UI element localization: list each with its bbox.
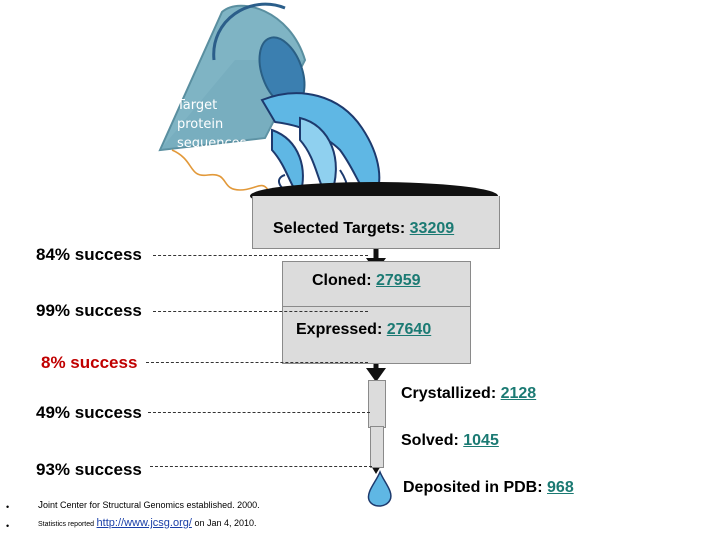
note-bullet-2: • (6, 521, 10, 531)
footnote-2: Statistics reported http://www.jcsg.org/… (38, 517, 257, 529)
funnel-box-selected (252, 196, 500, 249)
stage-crystallized: Crystallized: 2128 (401, 385, 536, 403)
stage-crystallized-value[interactable]: 2128 (500, 385, 537, 402)
success-rate-1: 84% success (36, 245, 142, 264)
stage-selected-targets: Selected Targets: 33209 (273, 220, 454, 238)
stage-deposited: Deposited in PDB: 968 (403, 479, 574, 497)
funnel-box-crystallized (368, 380, 386, 428)
stage-cloned-value[interactable]: 27959 (376, 272, 421, 289)
stage-expressed: Expressed: 27640 (296, 321, 431, 339)
stage-expressed-label: Expressed: (296, 321, 383, 338)
funnel-box-solved (370, 426, 384, 468)
stage-solved-label: Solved: (401, 432, 459, 449)
funnel-box-expressed (282, 306, 471, 364)
stage-solved: Solved: 1045 (401, 432, 499, 450)
success-rate-4: 49% success (36, 403, 142, 422)
bucket-label-line3: sequences (177, 136, 247, 151)
success-rate-2: 99% success (36, 301, 142, 320)
stage-crystallized-label: Crystallized: (401, 385, 497, 402)
stage-cloned: Cloned: 27959 (312, 272, 421, 290)
dashed-connector-1 (153, 255, 368, 256)
stage-selected-value[interactable]: 33209 (409, 220, 455, 237)
footnote-1-initial: J (38, 500, 43, 511)
stage-expressed-value[interactable]: 27640 (386, 321, 432, 338)
stage-solved-value[interactable]: 1045 (463, 432, 499, 449)
stage-deposited-label: Deposited in PDB: (403, 479, 543, 496)
bucket-label: Target protein sequences (177, 96, 246, 153)
dashed-connector-5 (150, 466, 372, 467)
stage-cloned-label: Cloned: (312, 272, 372, 289)
bucket-label-line1: Target (177, 98, 218, 113)
dashed-connector-3 (146, 362, 368, 363)
water-icon (260, 92, 381, 206)
bucket-icon (158, 2, 307, 152)
droplet-icon (367, 469, 392, 507)
stage-selected-label: Selected Targets: (273, 220, 406, 237)
footnote-2-prefix: Statistics reported (38, 521, 95, 528)
funnel-box-cloned (282, 261, 471, 308)
footnote-2-suffix: on Jan 4, 2010. (194, 518, 257, 528)
footnote-1: Joint Center for Structural Genomics est… (38, 500, 260, 511)
note-bullet-1: • (6, 502, 10, 512)
string-icon (171, 149, 269, 191)
stage-deposited-value[interactable]: 968 (547, 479, 574, 496)
footnote-1-text: oint Center for Structural Genomics esta… (43, 500, 260, 510)
dashed-connector-4 (148, 412, 370, 413)
dashed-connector-2 (153, 311, 368, 312)
bucket-label-line2: protein (177, 117, 224, 132)
success-rate-5: 93% success (36, 460, 142, 479)
success-rate-3: 8% success (41, 353, 138, 372)
jcsg-link[interactable]: http://www.jcsg.org/ (96, 517, 192, 529)
